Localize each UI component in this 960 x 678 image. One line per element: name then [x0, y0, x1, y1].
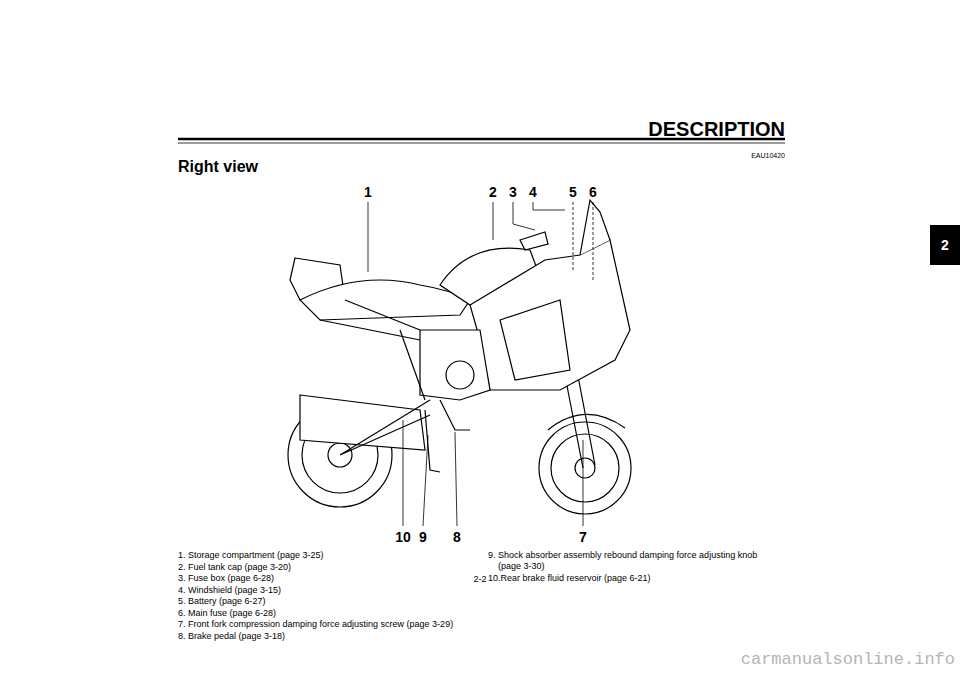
- chapter-tab: 2: [930, 225, 960, 265]
- document-code: EAU10420: [751, 152, 785, 160]
- section-title: Right view: [178, 157, 258, 176]
- callout-number: 1: [364, 184, 372, 201]
- callout-number: 3: [509, 184, 517, 201]
- callout-number: 6: [589, 184, 597, 201]
- callout-number: 7: [579, 529, 587, 546]
- legend-item: 6. Main fuse (page 6-28): [178, 608, 276, 619]
- page-header: DESCRIPTION: [648, 117, 785, 141]
- legend-item: 8. Brake pedal (page 3-18): [178, 631, 285, 642]
- legend-item: 3. Fuse box (page 6-28): [178, 573, 274, 584]
- legend-item: 5. Battery (page 6-27): [178, 596, 266, 607]
- legend-item: 7. Front fork compression damping force …: [178, 619, 453, 630]
- legend-item: 4. Windshield (page 3-15): [178, 585, 281, 596]
- callout-number: 2: [489, 184, 497, 201]
- callout-number: 4: [529, 184, 537, 201]
- callout-number: 8: [453, 529, 461, 546]
- legend-item: 9. Shock absorber assembly rebound dampi…: [488, 550, 778, 572]
- legend-item: 10.Rear brake fluid reservoir (page 6-21…: [488, 573, 651, 584]
- watermark: carmanualsonline.info: [741, 650, 955, 670]
- callout-number: 5: [569, 184, 577, 201]
- legend-item: 2. Fuel tank cap (page 3-20): [178, 562, 291, 573]
- callout-number: 10: [395, 529, 411, 546]
- legend-item: 1. Storage compartment (page 3-25): [178, 550, 324, 561]
- callout-number: 9: [419, 529, 427, 546]
- chapter-number: 2: [941, 237, 949, 253]
- page-number: 2-2: [473, 574, 486, 585]
